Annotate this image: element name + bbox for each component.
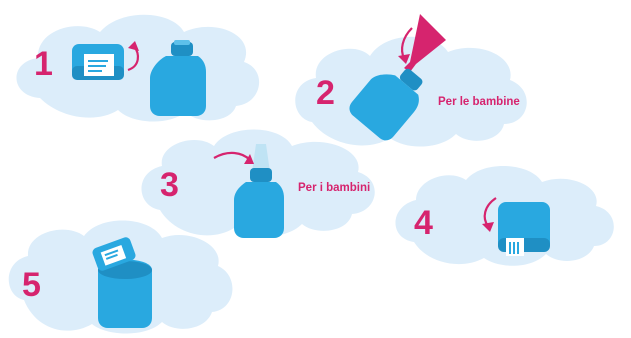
step-2-number: 2: [316, 74, 335, 112]
step-3-caption: Per i bambini: [298, 182, 370, 194]
step-3-number: 3: [160, 166, 179, 204]
specimen-container-icon: [72, 44, 124, 80]
step-5-number: 5: [22, 266, 41, 304]
step-4-number: 4: [414, 204, 433, 242]
collection-bin-icon: [98, 260, 152, 329]
step-1-number: 1: [34, 45, 53, 83]
step-2-caption: Per le bambine: [438, 96, 520, 108]
specimen-container-icon: [498, 202, 550, 256]
